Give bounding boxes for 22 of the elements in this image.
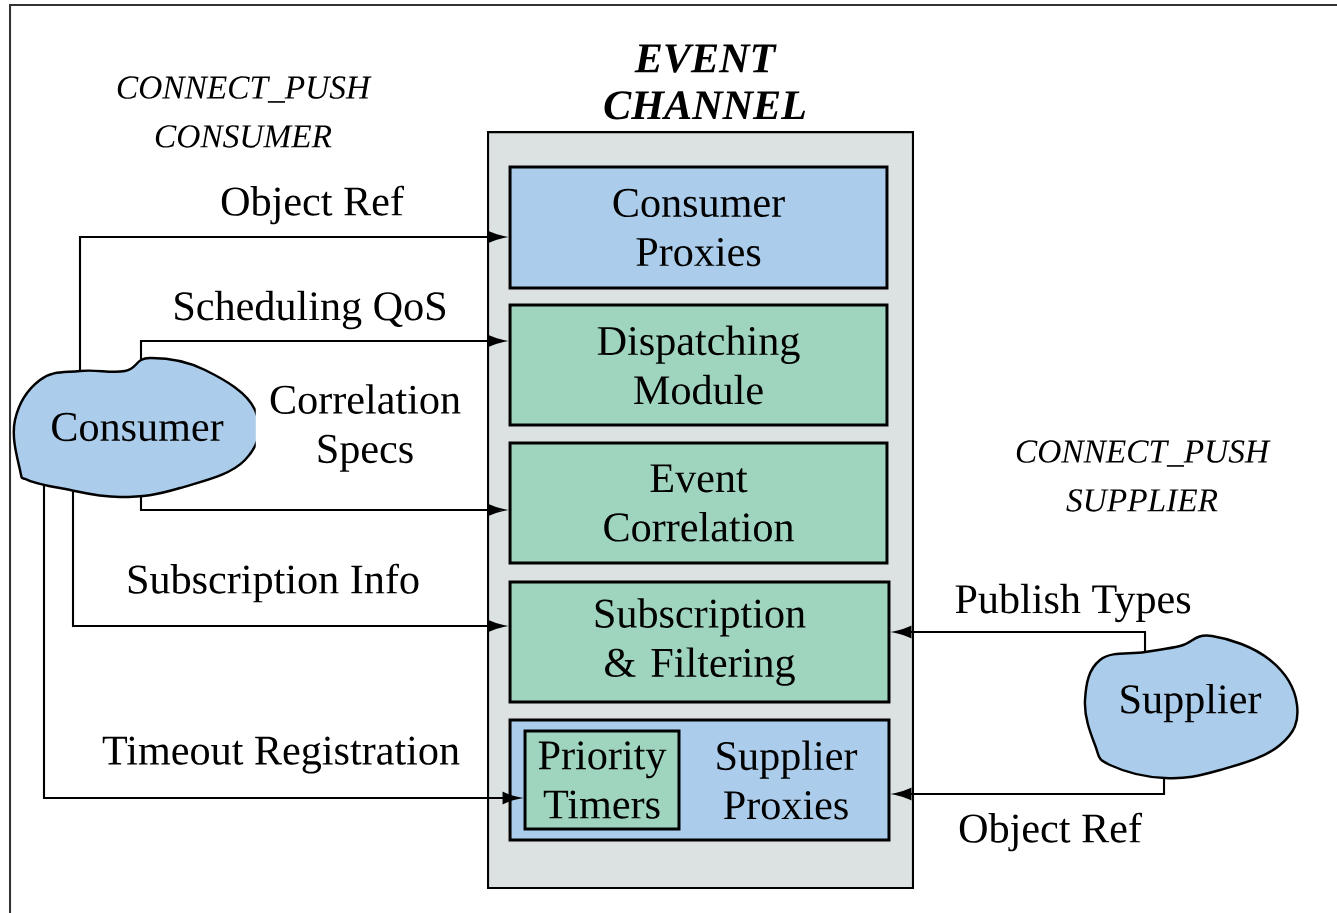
note-label: CONNECT_PUSH SUPPLIER	[1016, 440, 1271, 512]
module-box: Event Correlation	[508, 441, 889, 565]
arrow	[42, 484, 520, 804]
edge-label: Scheduling QoS	[170, 289, 450, 331]
edge-label: Timeout Registration	[100, 734, 462, 776]
arrow	[894, 626, 1147, 652]
edge-label: Publish Types	[952, 582, 1194, 624]
module-box: Priority Timers	[523, 729, 681, 831]
note-label: CONNECT_PUSH CONSUMER	[117, 76, 372, 148]
module-box: Dispatching Module	[508, 303, 889, 427]
arrow	[71, 490, 505, 632]
module-box: Subscription & Filtering	[508, 580, 891, 704]
edge-label: Subscription Info	[124, 561, 422, 605]
edge-label: Correlation Specs	[255, 382, 475, 474]
arrow	[78, 231, 505, 372]
arrow	[139, 335, 505, 359]
edge-label: Object Ref	[218, 183, 406, 227]
edge-label: Object Ref	[956, 810, 1144, 854]
arrow	[894, 777, 1166, 800]
node-label: EVENT CHANNEL	[604, 44, 806, 120]
module-box: Consumer Proxies	[508, 165, 889, 290]
arrow	[139, 496, 505, 516]
